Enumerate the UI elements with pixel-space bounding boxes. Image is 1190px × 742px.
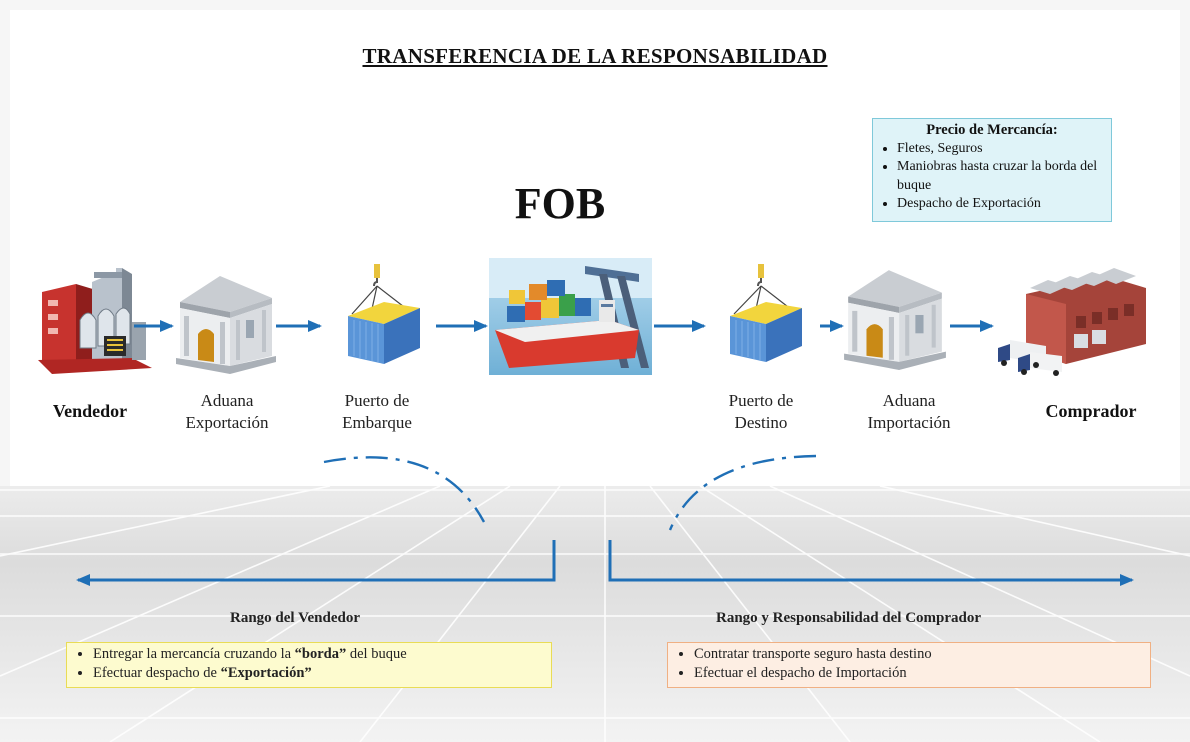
- buyer-range-title: Rango y Responsabilidad del Comprador: [716, 610, 982, 626]
- export-customs-label: Aduana Exportación: [160, 390, 294, 434]
- price-box-heading: Precio de Mercancía:: [926, 122, 1058, 138]
- import-customs-label-line: Aduana: [882, 391, 936, 410]
- perspective-floor-lines: [0, 486, 1190, 742]
- factory-icon: [38, 268, 152, 374]
- seller-duties-box: Entregar la mercancía cruzando la “borda…: [66, 642, 552, 688]
- diagram-panel: [10, 10, 1180, 486]
- buyer-range-arrow: [608, 540, 1134, 586]
- customs-building-icon: [844, 270, 946, 370]
- export-customs-label-line: Aduana: [200, 391, 254, 410]
- price-item: Maniobras hasta cruzar la borda del buqu…: [897, 158, 1105, 195]
- container-crane-icon: [348, 264, 420, 364]
- warehouse-trucks-icon: [998, 268, 1146, 376]
- export-customs-label-line: Exportación: [185, 413, 269, 432]
- price-item: Despacho de Exportación: [897, 195, 1105, 214]
- destination-port-label: Puerto de Destino: [694, 390, 828, 434]
- customs-building-icon: [176, 276, 276, 374]
- buyer-duty-item: Contratar transporte seguro hasta destin…: [694, 645, 1142, 664]
- buyer-label: Comprador: [1045, 401, 1137, 421]
- transfer-arc-right: [668, 454, 817, 531]
- seller-range-title: Rango del Vendedor: [230, 610, 361, 626]
- diagram-title: TRANSFERENCIA DE LA RESPONSABILIDAD: [362, 44, 828, 68]
- seller-range-arrow: [76, 540, 556, 586]
- loading-port-label: Puerto de Embarque: [310, 390, 444, 434]
- seller-duty-item: Entregar la mercancía cruzando la “borda…: [93, 645, 543, 664]
- buyer-duties-box: Contratar transporte seguro hasta destin…: [667, 642, 1151, 688]
- loading-port-label-line: Embarque: [342, 413, 412, 432]
- background-floor: [0, 486, 1190, 742]
- cargo-ship-icon: [489, 258, 652, 375]
- container-crane-icon: [730, 264, 802, 362]
- import-customs-label: Aduana Importación: [842, 390, 976, 434]
- transfer-arc-left: [323, 456, 486, 523]
- destination-port-label-line: Puerto de: [728, 391, 794, 410]
- price-box: Precio de Mercancía: Fletes, Seguros Man…: [872, 118, 1112, 222]
- import-customs-label-line: Importación: [867, 413, 951, 432]
- destination-port-label-line: Destino: [734, 413, 788, 432]
- seller-duty-item: Efectuar despacho de “Exportación”: [93, 664, 543, 683]
- loading-port-label-line: Puerto de: [344, 391, 410, 410]
- incoterm-label: FOB: [514, 179, 606, 228]
- price-item: Fletes, Seguros: [897, 140, 1105, 159]
- seller-label: Vendedor: [52, 401, 128, 421]
- buyer-duty-item: Efectuar el despacho de Importación: [694, 664, 1142, 683]
